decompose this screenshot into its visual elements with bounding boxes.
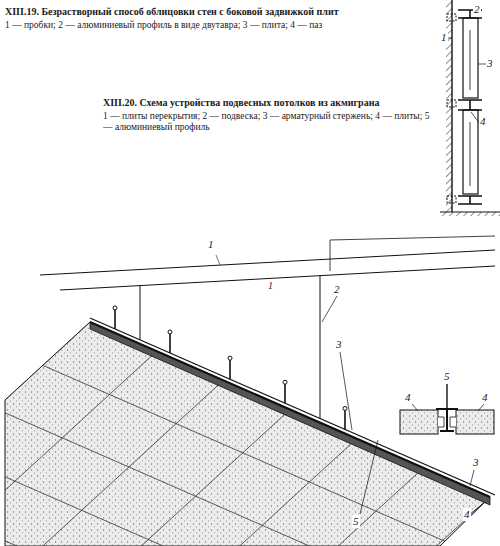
callout-number: 3 bbox=[335, 338, 343, 351]
callout-number: 4 bbox=[404, 391, 412, 404]
callout-number: 2 bbox=[333, 283, 341, 296]
callout-number: 4 bbox=[481, 391, 489, 404]
callout-number: 1 bbox=[440, 31, 448, 44]
figure-caption: XIII.19. Безрастворный способ облицовки … bbox=[5, 6, 339, 18]
callout-number: 1 bbox=[207, 238, 215, 251]
figure-caption: XIII.20. Схема устройства подвесных пото… bbox=[103, 97, 379, 109]
wall-section bbox=[440, 0, 500, 216]
callout-number: 5 bbox=[352, 515, 360, 528]
figure-legend: 1 — пробки; 2 — алюминиевый профиль в ви… bbox=[5, 20, 322, 31]
callout-number: 4 bbox=[463, 508, 471, 521]
callout-number: 2 bbox=[473, 3, 481, 16]
callout-number: 5 bbox=[443, 370, 451, 383]
callout-number: 3 bbox=[472, 456, 480, 469]
profile-detail bbox=[398, 384, 496, 446]
figure-legend: 1 — плиты перекрытия; 2 — подвеска; 3 — … bbox=[103, 111, 441, 133]
hanger bbox=[113, 276, 347, 430]
callout-number: 4 bbox=[479, 115, 487, 128]
ceiling-tiles bbox=[0, 264, 500, 546]
callout-number: 1 bbox=[267, 280, 274, 292]
callout-number: 3 bbox=[486, 57, 494, 70]
